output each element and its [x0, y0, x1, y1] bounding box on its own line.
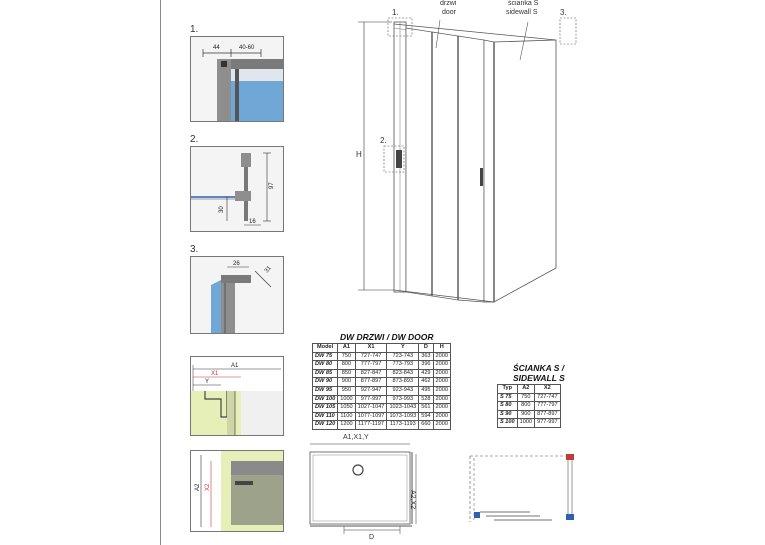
sidewall-label-en: sidewall S	[506, 9, 538, 16]
door-table-cell: 2000	[432, 420, 452, 430]
detail-2-dim-97: 97	[269, 182, 275, 189]
door-label-en: door	[442, 9, 457, 16]
detail-3-dim-31: 31	[264, 265, 273, 274]
left-border-line	[160, 0, 161, 545]
detail-4-label-x1: X1	[211, 371, 219, 377]
detail-5-label-a2: A2	[195, 483, 201, 491]
detail-5-label-x2: X2	[205, 483, 211, 491]
side-table-cell: 1000	[516, 418, 536, 428]
detail-4-drawing: A1 X1 Y	[190, 356, 284, 436]
side-table-title-1: ŚCIANKA S /	[513, 363, 565, 373]
detail-2-drawing: 97 30 16	[190, 146, 284, 232]
detail-1-number: 1.	[190, 24, 199, 35]
door-table-title: DW DRZWI / DW DOOR	[340, 332, 434, 342]
sidewall-label-pl: ścianka S	[508, 0, 539, 7]
door-label-pl: drzwi	[440, 0, 457, 7]
detail-2-dim-16: 16	[249, 219, 256, 225]
detail-3-drawing: 26 31	[190, 256, 284, 334]
detail-4-label-y: Y	[205, 379, 209, 385]
height-label: H	[356, 150, 362, 159]
marker-1: 1.	[392, 8, 399, 17]
side-table-cell: 977-997	[534, 418, 561, 428]
detail-1-drawing: 44 40-60	[190, 36, 284, 122]
detail-5-drawing: A2 X2	[190, 450, 284, 532]
plan-top-label: A1,X1,Y	[343, 434, 369, 441]
detail-3-number: 3.	[190, 244, 199, 255]
detail-3-dim-26: 26	[233, 261, 240, 267]
detail-2-dim-30: 30	[219, 206, 225, 213]
side-table-title-2: SIDEWALL S	[513, 373, 565, 383]
detail-4-label-a1: A1	[231, 363, 239, 369]
detail-1-dim-44: 44	[213, 45, 220, 51]
detail-1-dim-40-60: 40-60	[239, 45, 255, 51]
marker-3: 3.	[560, 8, 567, 17]
door-table-cell: 1200	[337, 420, 356, 430]
detail-2-number: 2.	[190, 134, 199, 145]
plan-d-label: D	[369, 534, 375, 541]
marker-2: 2.	[380, 136, 387, 145]
